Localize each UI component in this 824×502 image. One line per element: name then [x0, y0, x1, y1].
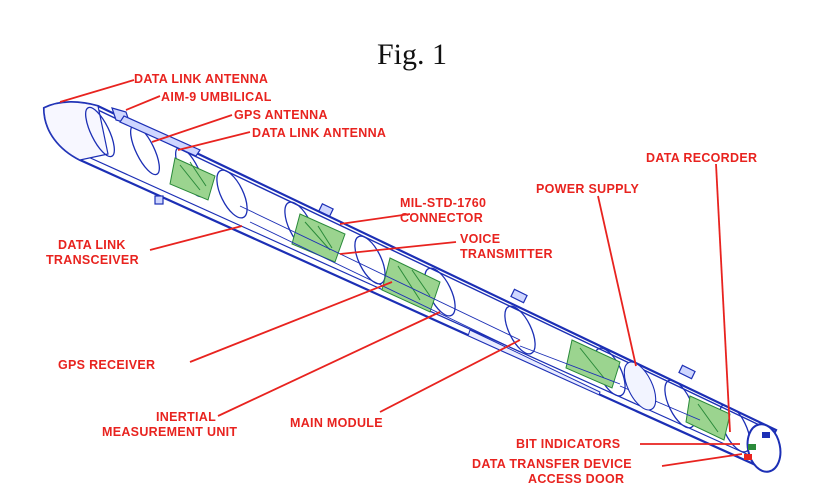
label-power-supply: POWER SUPPLY [536, 182, 640, 196]
label-data-transfer-device-line2: ACCESS DOOR [528, 472, 625, 486]
label-imu-line2: MEASUREMENT UNIT [102, 425, 238, 439]
pod-end-cap [744, 423, 782, 473]
label-mil-std-1760-line1: MIL-STD-1760 [400, 196, 487, 210]
figure-title: Fig. 1 [376, 38, 448, 71]
label-voice-line1: VOICE [460, 232, 501, 246]
label-data-recorder: DATA RECORDER [646, 151, 758, 165]
label-voice-line2: TRANSMITTER [460, 247, 553, 261]
label-gps-antenna: GPS ANTENNA [234, 108, 328, 122]
label-aim9-umbilical: AIM-9 UMBILICAL [161, 90, 272, 104]
label-data-link-transceiver-line1: DATA LINK [58, 238, 126, 252]
label-data-transfer-device-line1: DATA TRANSFER DEVICE [472, 457, 632, 471]
pod-fittings [111, 107, 696, 380]
label-imu-line1: INERTIAL [156, 410, 217, 424]
label-gps-receiver: GPS RECEIVER [58, 358, 156, 372]
label-data-link-antenna: DATA LINK ANTENNA [252, 126, 387, 140]
label-data-link-antenna-top: DATA LINK ANTENNA [134, 72, 269, 86]
label-bit-indicators: BIT INDICATORS [516, 437, 621, 451]
label-mil-std-1760-line2: CONNECTOR [400, 211, 484, 225]
leader-lines [59, 79, 743, 467]
label-main-module: MAIN MODULE [290, 416, 383, 430]
label-data-link-transceiver-line2: TRANSCEIVER [46, 253, 139, 267]
